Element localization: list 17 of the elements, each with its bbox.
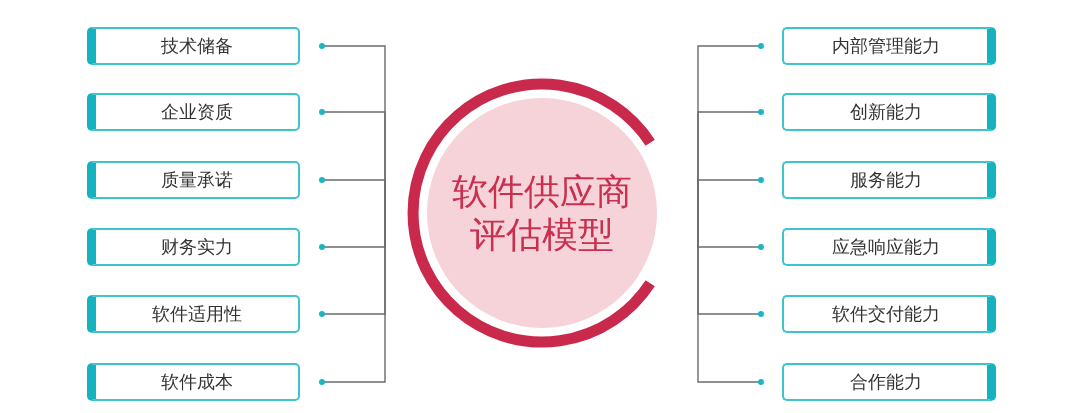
connector-line — [697, 212, 764, 385]
connector-line — [319, 177, 386, 214]
category-box: 质量承诺 — [87, 161, 300, 199]
connector-line — [697, 177, 764, 214]
category-box: 软件交付能力 — [782, 295, 996, 333]
category-box: 应急响应能力 — [782, 228, 996, 266]
model-circle: 软件供应商评估模型 — [427, 98, 657, 328]
category-box: 内部管理能力 — [782, 27, 996, 65]
category-box: 软件适用性 — [87, 295, 300, 333]
category-box: 企业资质 — [87, 93, 300, 131]
category-box: 创新能力 — [782, 93, 996, 131]
category-box: 财务实力 — [87, 228, 300, 266]
category-box: 软件成本 — [87, 363, 300, 401]
category-box: 服务能力 — [782, 161, 996, 199]
connector-line — [319, 212, 386, 385]
category-box: 合作能力 — [782, 363, 996, 401]
category-box: 技术储备 — [87, 27, 300, 65]
